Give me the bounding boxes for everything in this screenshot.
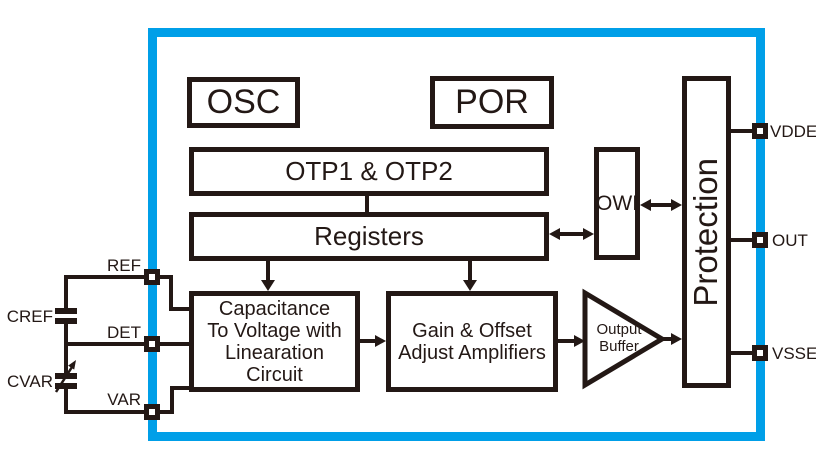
pin-vsse — [752, 345, 768, 361]
block-otp: OTP1 & OTP2 — [189, 147, 549, 196]
wire-registers-owi — [559, 232, 585, 236]
block-capacitance-to-voltage: Capacitance To Voltage with Linearation … — [189, 291, 360, 392]
block-owi: OWI — [594, 147, 640, 260]
c2v-line-2: To Voltage with — [207, 319, 342, 342]
pin-ref-core — [149, 274, 155, 280]
block-gain-offset-amplifiers: Gain & Offset Adjust Amplifiers — [386, 291, 558, 392]
block-registers: Registers — [189, 212, 549, 261]
pin-det-core — [149, 341, 155, 347]
wire-c2v-gain — [360, 339, 376, 343]
pin-out-core — [757, 237, 763, 243]
c2v-line-4: Circuit — [246, 363, 303, 386]
cref-capacitor-plate-bottom — [55, 318, 77, 324]
block-osc-label: OSC — [206, 82, 281, 121]
cvar-variable-arrow-icon — [54, 360, 76, 393]
cref-capacitor-plate-top — [55, 308, 77, 314]
wire-protection-out — [731, 238, 752, 242]
arrowhead-buffer-protection — [671, 333, 682, 345]
cvar-capacitor-plate-bottom — [55, 383, 77, 389]
arrowhead-registers-to-owi — [583, 228, 594, 240]
wire-ref-external — [66, 275, 146, 279]
wire-registers-gain — [468, 261, 472, 282]
pin-ref — [144, 269, 160, 285]
pin-label-out: OUT — [772, 231, 808, 250]
arrowhead-gain-buffer — [574, 335, 585, 347]
gain-line-2: Adjust Amplifiers — [398, 341, 546, 364]
c2v-line-3: Linearation — [225, 341, 324, 364]
pin-label-vsse: VSSE — [772, 344, 816, 363]
arrowhead-c2v-gain — [375, 335, 386, 347]
pin-label-ref: REF — [107, 256, 141, 275]
wire-bus-det-cvar — [64, 346, 68, 373]
wire-gain-buffer — [558, 339, 575, 343]
wire-ref-inner-h2 — [169, 307, 191, 311]
wire-var-inner-h2 — [170, 386, 191, 390]
pin-out — [752, 232, 768, 248]
block-gain-offset-label: Gain & Offset Adjust Amplifiers — [398, 320, 546, 364]
buffer-line-2: Buffer — [599, 338, 639, 356]
arrowhead-registers-gain — [463, 280, 477, 291]
wire-det-inner — [158, 342, 191, 346]
pin-vdde-core — [757, 128, 763, 134]
pin-vdde — [752, 123, 768, 139]
buffer-line-1: Output — [596, 321, 642, 338]
output-buffer-triangle — [582, 288, 667, 390]
block-protection: Protection — [682, 76, 731, 388]
wire-owi-protection — [650, 203, 672, 207]
pin-label-vdde: VDDE — [770, 122, 816, 141]
arrowhead-protection-to-owi — [640, 199, 651, 211]
pin-var-core — [149, 409, 155, 415]
block-owi-label: OWI — [596, 191, 638, 215]
wire-bus-ref-cref — [64, 275, 68, 308]
wire-protection-vsse — [731, 351, 752, 355]
pin-label-det: DET — [107, 323, 141, 342]
wire-var-inner-h1 — [158, 410, 174, 414]
label-cvar: CVAR — [7, 372, 53, 391]
pin-label-var: VAR — [107, 390, 141, 409]
c2v-line-1: Capacitance — [218, 297, 331, 320]
wire-buffer-protection — [661, 337, 672, 341]
wire-otp-registers — [365, 196, 369, 212]
wire-det-external — [66, 342, 146, 346]
arrowhead-owi-to-registers — [549, 228, 560, 240]
output-buffer-label: Output Buffer — [586, 321, 652, 356]
pin-vsse-core — [757, 350, 763, 356]
wire-registers-c2v — [266, 261, 270, 282]
block-capacitance-to-voltage-label: Capacitance To Voltage with Linearation … — [207, 298, 342, 386]
pin-det — [144, 336, 160, 352]
pin-var — [144, 404, 160, 420]
block-osc: OSC — [187, 77, 300, 128]
block-por-label: POR — [455, 82, 529, 121]
wire-bus-cvar-var — [64, 389, 68, 414]
label-cref: CREF — [6, 307, 53, 326]
wire-var-external — [66, 410, 146, 414]
block-protection-label: Protection — [687, 157, 725, 307]
wire-ref-inner-h1 — [158, 275, 173, 279]
arrowhead-registers-c2v — [261, 280, 275, 291]
wire-var-inner-v — [170, 386, 174, 414]
wire-protection-vdde — [731, 129, 752, 133]
block-registers-label: Registers — [314, 221, 424, 252]
arrowhead-owi-to-protection — [671, 199, 682, 211]
block-por: POR — [430, 76, 554, 129]
wire-ref-inner-v — [169, 275, 173, 311]
block-otp-label: OTP1 & OTP2 — [285, 156, 453, 187]
wire-bus-cref-det — [64, 324, 68, 346]
gain-line-1: Gain & Offset — [412, 319, 532, 342]
